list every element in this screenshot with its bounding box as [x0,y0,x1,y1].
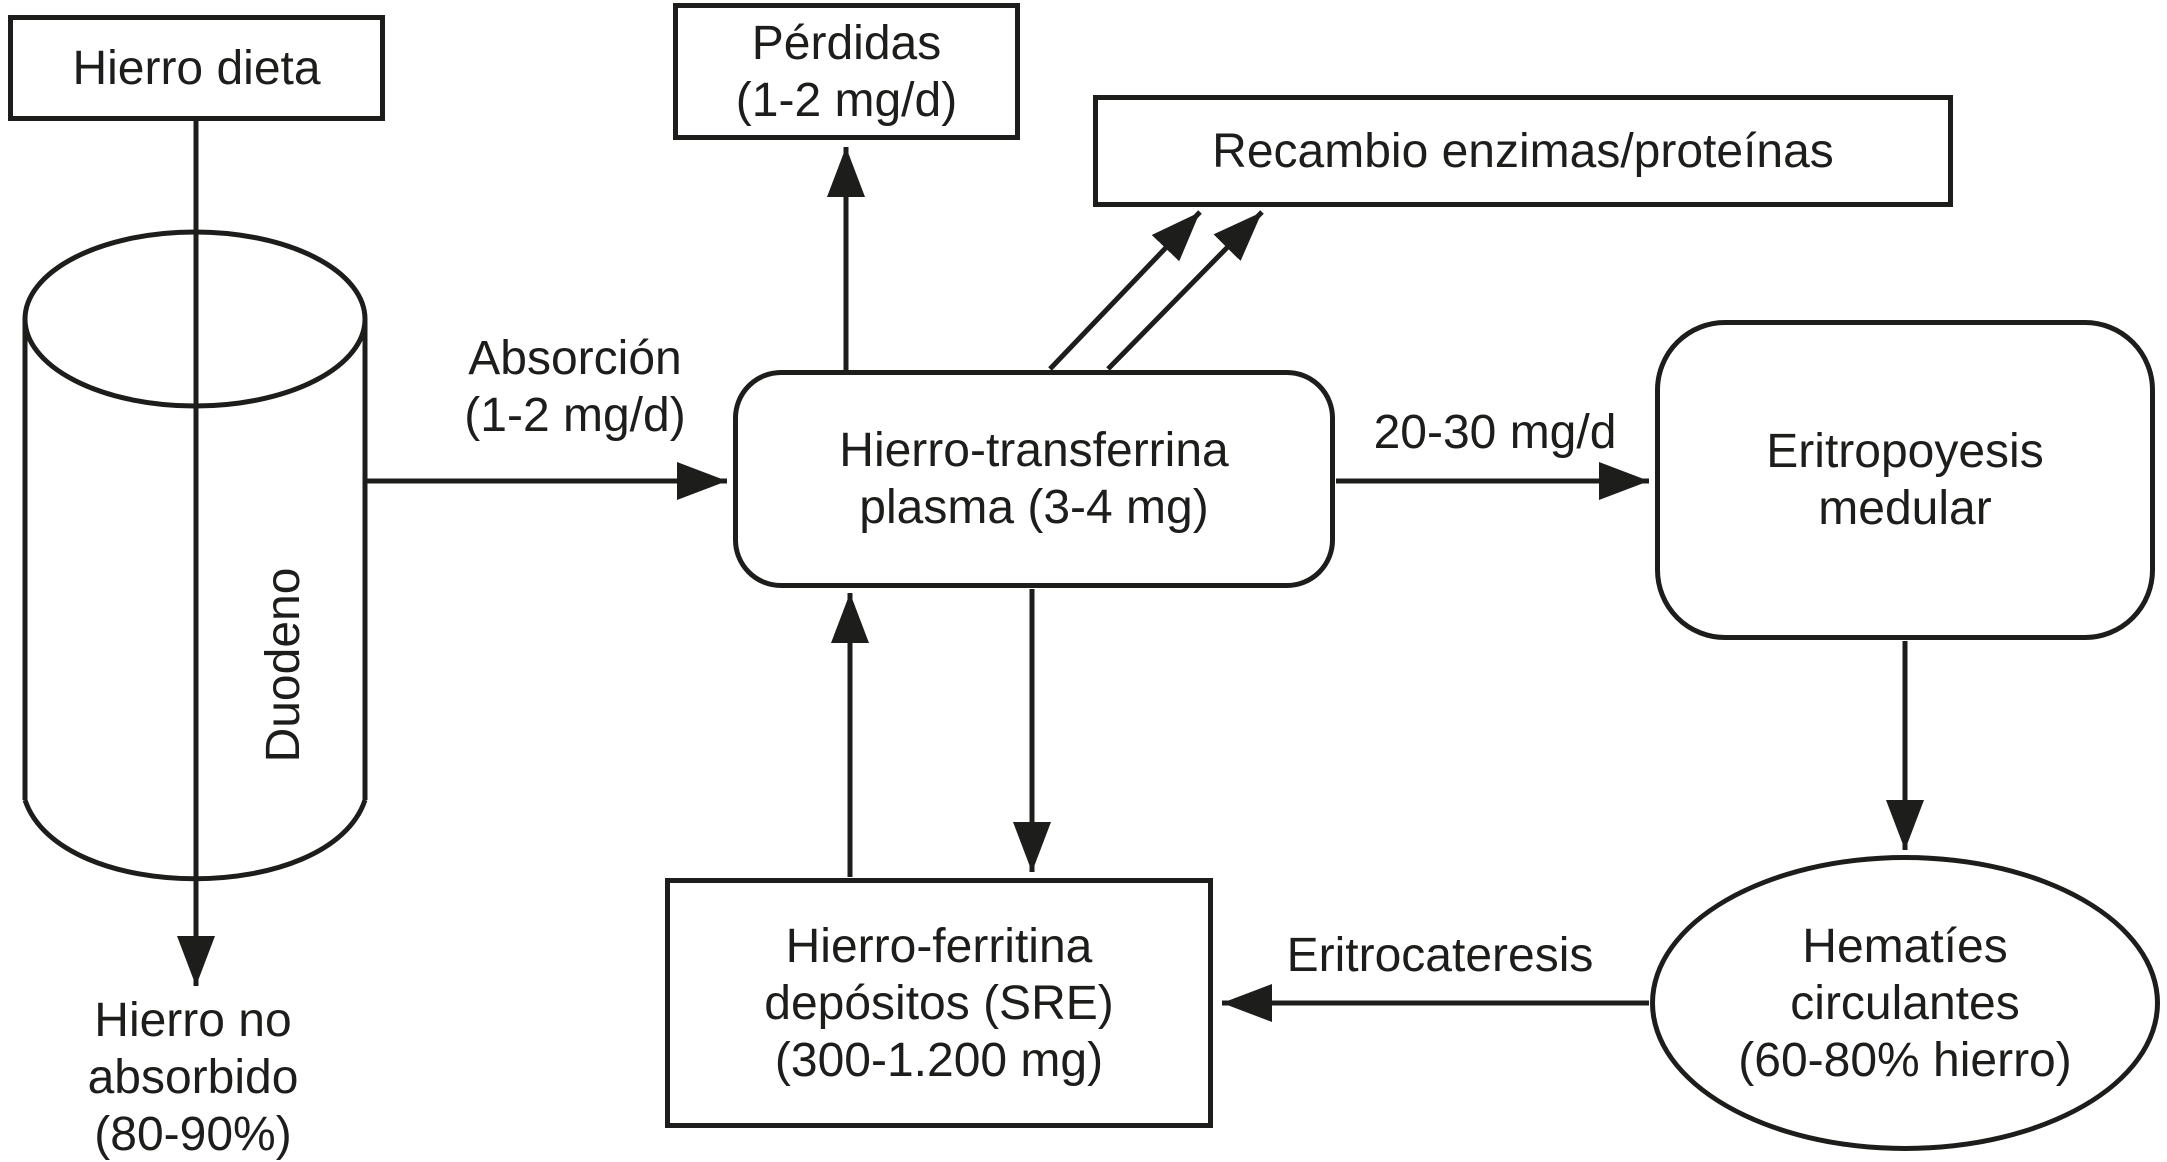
edge-label: Absorción [468,332,682,385]
edge-label-medular-flux: 20-30 mg/d [1340,402,1650,462]
node-hierro-dieta: Hierro dieta [8,15,385,121]
edge-label: (1-2 mg/d) [464,389,686,442]
node-label: Pérdidas [751,16,942,70]
duodeno-cylinder [22,229,368,882]
node-label: circulantes [1790,976,2020,1030]
node-label: Duodeno [256,567,310,763]
edge-label-absorcion: Absorción (1-2 mg/d) [420,330,730,444]
edge-label-eritrocateresis: Eritrocateresis [1280,925,1600,985]
node-eritropoyesis: Eritropoyesis medular [1655,320,2155,640]
node-label: Hierro-transferrina [839,424,1229,477]
edge-label: 20-30 mg/d [1373,405,1617,459]
node-label: depósitos (SRE) [764,976,1114,1030]
node-label: medular [1818,482,1992,535]
node-duodeno-label: Duodeno [256,495,310,835]
cylinder-top-ellipse [22,229,368,409]
node-recambio: Recambio enzimas/proteínas [1093,95,1953,207]
arrow-to-recambio-2 [1106,210,1264,371]
node-ferritina: Hierro-ferritina depósitos (SRE) (300-1.… [665,878,1213,1128]
arrow-to-recambio-1 [1048,210,1202,371]
node-label: Recambio enzimas/proteínas [1212,124,1834,178]
node-label: (1-2 mg/d) [735,73,958,127]
node-label: (60-80% hierro) [1738,1033,2072,1087]
node-label: (300-1.200 mg) [774,1033,1104,1087]
node-label: Hierro dieta [72,41,321,95]
node-perdidas: Pérdidas (1-2 mg/d) [673,3,1020,140]
node-label: Hematíes [1802,919,2008,973]
cylinder-bottom-curve [22,799,368,882]
node-label: plasma (3-4 mg) [859,481,1209,534]
node-label: (80-90%) [94,1107,292,1161]
node-label: Hierro-ferritina [785,919,1093,973]
node-label: Eritropoyesis [1766,425,2044,478]
node-transferrina: Hierro-transferrina plasma (3-4 mg) [733,370,1335,588]
node-hematies: Hematíes circulantes (60-80% hierro) [1650,855,2160,1151]
node-label: Hierro no [94,993,292,1047]
edge-label: Eritrocateresis [1286,928,1594,982]
node-label: absorbido [87,1050,299,1104]
node-hierro-no-absorbido: Hierro no absorbido (80-90%) [18,992,368,1162]
